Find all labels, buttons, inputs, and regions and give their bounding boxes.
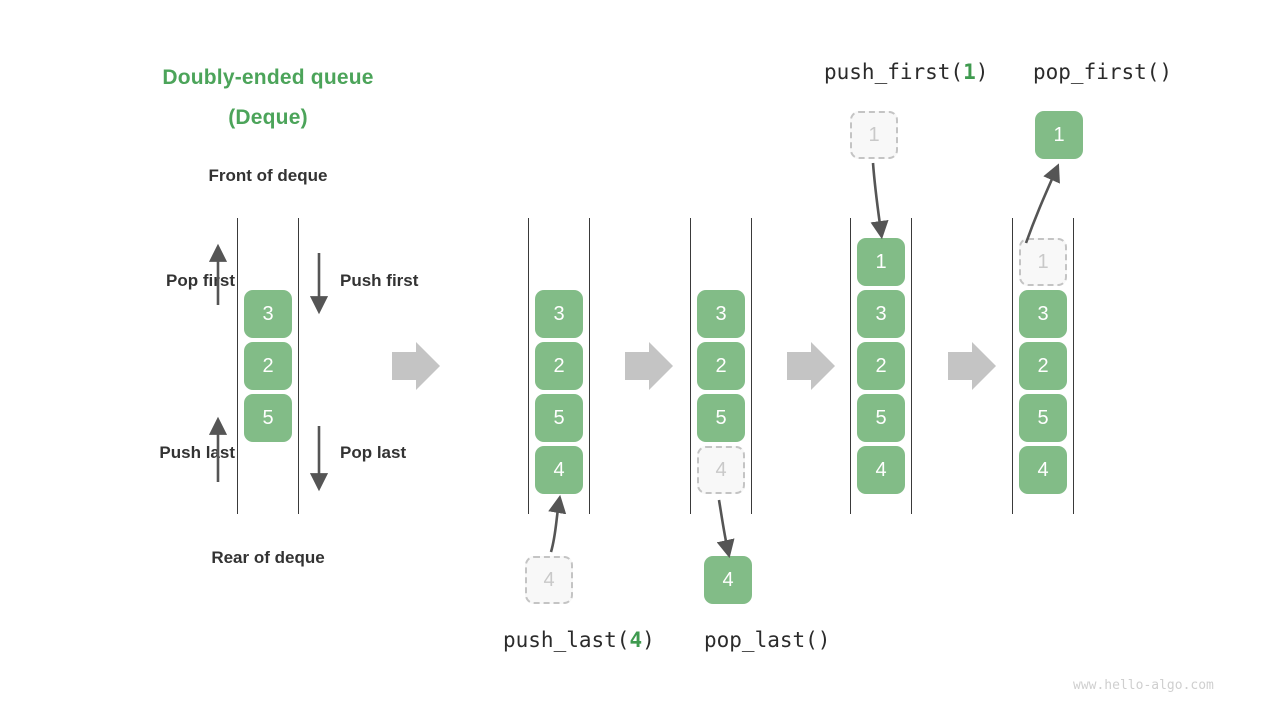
op-pop-first-label: pop_first() — [1033, 60, 1173, 84]
panel3-box-outgoing: 4 — [704, 556, 752, 604]
op-push-last-name: push_last( — [503, 628, 630, 652]
legend-pop-last: Pop last — [340, 443, 407, 462]
arrow-pop-last-outgoing — [716, 499, 735, 559]
panel3-ghost-box-removed: 4 — [697, 446, 745, 494]
panel1-box-1: 2 — [244, 342, 292, 390]
panel5-rail-right — [1073, 218, 1074, 514]
legend-push-first: Push first — [340, 271, 419, 290]
step-arrow-1 — [392, 342, 440, 390]
panel2-box-0: 3 — [535, 290, 583, 338]
panel3-box-0: 3 — [697, 290, 745, 338]
panel2-box-2: 5 — [535, 394, 583, 442]
panel1-box-0: 3 — [244, 290, 292, 338]
panel1-box-2: 5 — [244, 394, 292, 442]
watermark: www.hello-algo.com — [1073, 678, 1214, 693]
panel2-rail-left — [528, 218, 529, 514]
panel3-rail-left — [690, 218, 691, 514]
panel2-rail-right — [589, 218, 590, 514]
op-push-last-label: push_last(4) — [503, 628, 655, 652]
panel3-box-2: 5 — [697, 394, 745, 442]
panel1-rail-right — [298, 218, 299, 514]
op-push-last-value: 4 — [629, 628, 643, 652]
arrow-push-last-incoming — [548, 494, 567, 553]
panel5-box-3: 4 — [1019, 446, 1067, 494]
panel3-rail-right — [751, 218, 752, 514]
panel2-box-1: 2 — [535, 342, 583, 390]
panel5-ghost-box-removed: 1 — [1019, 238, 1067, 286]
arrow-push-first-incoming — [870, 162, 889, 240]
panel4-box-0: 1 — [857, 238, 905, 286]
op-pop-last-label: pop_last() — [704, 628, 831, 652]
panel4-box-4: 4 — [857, 446, 905, 494]
panel4-rail-left — [850, 218, 851, 514]
arrow-pop-first-outgoing — [1024, 163, 1060, 244]
panel4-rail-right — [911, 218, 912, 514]
op-push-first-close: ) — [975, 60, 989, 84]
panel2-ghost-box-incoming: 4 — [525, 556, 573, 604]
step-arrow-4 — [948, 342, 996, 390]
op-push-first-label: push_first(1) — [824, 60, 988, 84]
rear-of-deque-label: Rear of deque — [211, 548, 325, 567]
diagram-title-line1: Doubly-ended queue — [162, 66, 374, 89]
op-push-last-close: ) — [642, 628, 655, 652]
legend-pop-first: Pop first — [166, 271, 235, 290]
panel1-rail-left — [237, 218, 238, 514]
diagram-title-line2: (Deque) — [228, 106, 308, 129]
panel5-box-outgoing: 1 — [1035, 111, 1083, 159]
panel4-box-1: 3 — [857, 290, 905, 338]
panel5-box-1: 2 — [1019, 342, 1067, 390]
op-push-first-value: 1 — [963, 60, 976, 84]
panel2-box-3: 4 — [535, 446, 583, 494]
op-push-first-name: push_first( — [824, 60, 964, 84]
panel4-box-3: 5 — [857, 394, 905, 442]
panel5-box-2: 5 — [1019, 394, 1067, 442]
front-of-deque-label: Front of deque — [208, 166, 328, 185]
panel3-box-1: 2 — [697, 342, 745, 390]
panel4-box-2: 2 — [857, 342, 905, 390]
panel4-ghost-box-incoming: 1 — [850, 111, 898, 159]
legend-push-last: Push last — [159, 443, 235, 462]
step-arrow-2 — [625, 342, 673, 390]
step-arrow-3 — [787, 342, 835, 390]
panel5-box-0: 3 — [1019, 290, 1067, 338]
panel5-rail-left — [1012, 218, 1013, 514]
